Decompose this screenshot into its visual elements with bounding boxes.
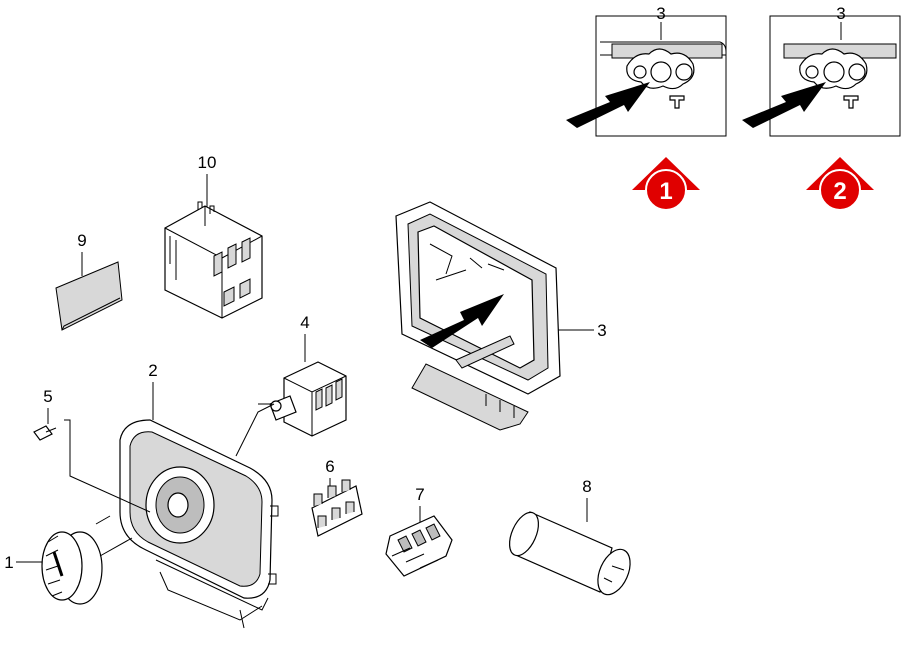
part-10-contactor: 10 xyxy=(164,153,263,319)
screw-head xyxy=(33,425,53,441)
inset-clip-1 xyxy=(669,95,685,109)
label-part-9: 9 xyxy=(77,231,86,250)
inset-hole-2 xyxy=(823,61,845,83)
inset-detail-1: 3 xyxy=(566,4,727,137)
part-7-connector: 7 xyxy=(385,485,453,577)
cover-shaft-hole xyxy=(167,492,189,518)
enclosure-bottom-flange xyxy=(411,363,529,431)
label-part-4: 4 xyxy=(300,313,309,332)
inset-label-1: 3 xyxy=(656,4,665,23)
part-8-capacitor: 8 xyxy=(508,477,631,596)
enclosure-rod xyxy=(455,335,515,369)
badge-1-number: 1 xyxy=(659,178,672,205)
contactor-terminals-bottom xyxy=(223,278,251,307)
knob-grip xyxy=(45,535,63,597)
part-2-front-cover: 2 xyxy=(119,361,279,629)
inset-clip-2 xyxy=(843,95,859,109)
contactor-tabs xyxy=(197,201,215,214)
switch-shaft-end xyxy=(270,400,282,412)
part-6-terminals: 6 xyxy=(311,457,363,537)
part-5-screw: 5 xyxy=(33,387,151,513)
label-part-2: 2 xyxy=(148,361,157,380)
inset-detail-2: 3 xyxy=(742,4,901,137)
label-part-7: 7 xyxy=(415,485,424,504)
assembly-line-knob xyxy=(95,515,133,557)
capacitor-end-front xyxy=(597,548,631,596)
card-edge xyxy=(61,297,121,331)
inset-frame-2 xyxy=(769,15,901,137)
part-4-switch: 4 xyxy=(258,313,347,437)
contactor-rail xyxy=(169,236,177,280)
cover-bottom-edge xyxy=(159,571,263,621)
knob-pointer xyxy=(52,551,64,577)
capacitor-end-back xyxy=(508,511,540,557)
label-part-1: 1 xyxy=(4,553,13,572)
assembly-line-switch xyxy=(235,403,275,457)
switch-edges xyxy=(283,375,347,436)
step-badge-1: 1 xyxy=(632,157,700,211)
badge-2-circle xyxy=(819,169,861,211)
part-9-card: 9 xyxy=(55,231,123,331)
part-3-enclosure: 3 xyxy=(395,201,607,431)
connector-levers xyxy=(397,523,441,553)
contactor-terminals-top xyxy=(213,237,251,277)
label-part-6: 6 xyxy=(325,457,334,476)
cover-side-clips xyxy=(268,505,279,585)
switch-body xyxy=(283,361,347,437)
label-part-10: 10 xyxy=(198,153,217,172)
label-part-8: 8 xyxy=(582,477,591,496)
enclosure-ribs xyxy=(429,243,505,281)
inset-screw-1 xyxy=(633,65,647,79)
inset-screw-2 xyxy=(805,65,819,79)
terminal-tabs-front xyxy=(317,501,355,528)
inset-label-2: 3 xyxy=(836,4,845,23)
screw-shank xyxy=(45,427,57,433)
capacitor-terminals xyxy=(603,565,625,583)
label-part-5: 5 xyxy=(43,387,52,406)
card-body xyxy=(55,261,123,331)
connector-slots xyxy=(391,547,439,569)
switch-terminals xyxy=(315,378,343,411)
inset-hole-1b xyxy=(675,63,693,81)
inset-arrow-1 xyxy=(566,82,650,128)
inset-frame-1 xyxy=(595,15,727,137)
knob-body xyxy=(41,531,83,601)
enclosure-arrow xyxy=(420,294,504,348)
part-1-knob: 1 xyxy=(4,515,133,605)
inset-hole-2b xyxy=(848,63,866,81)
assembly-line-screw xyxy=(64,419,151,513)
badge-2-number: 2 xyxy=(833,178,846,205)
badge-1-circle xyxy=(645,169,687,211)
inset-arrow-2 xyxy=(742,82,826,128)
label-part-3: 3 xyxy=(597,321,606,340)
enclosure-floor xyxy=(417,225,535,369)
enclosure-bottom-ribs xyxy=(485,394,515,418)
terminal-tabs-back xyxy=(313,479,351,506)
step-badge-2: 2 xyxy=(806,157,874,211)
inset-hole-1 xyxy=(650,61,672,83)
